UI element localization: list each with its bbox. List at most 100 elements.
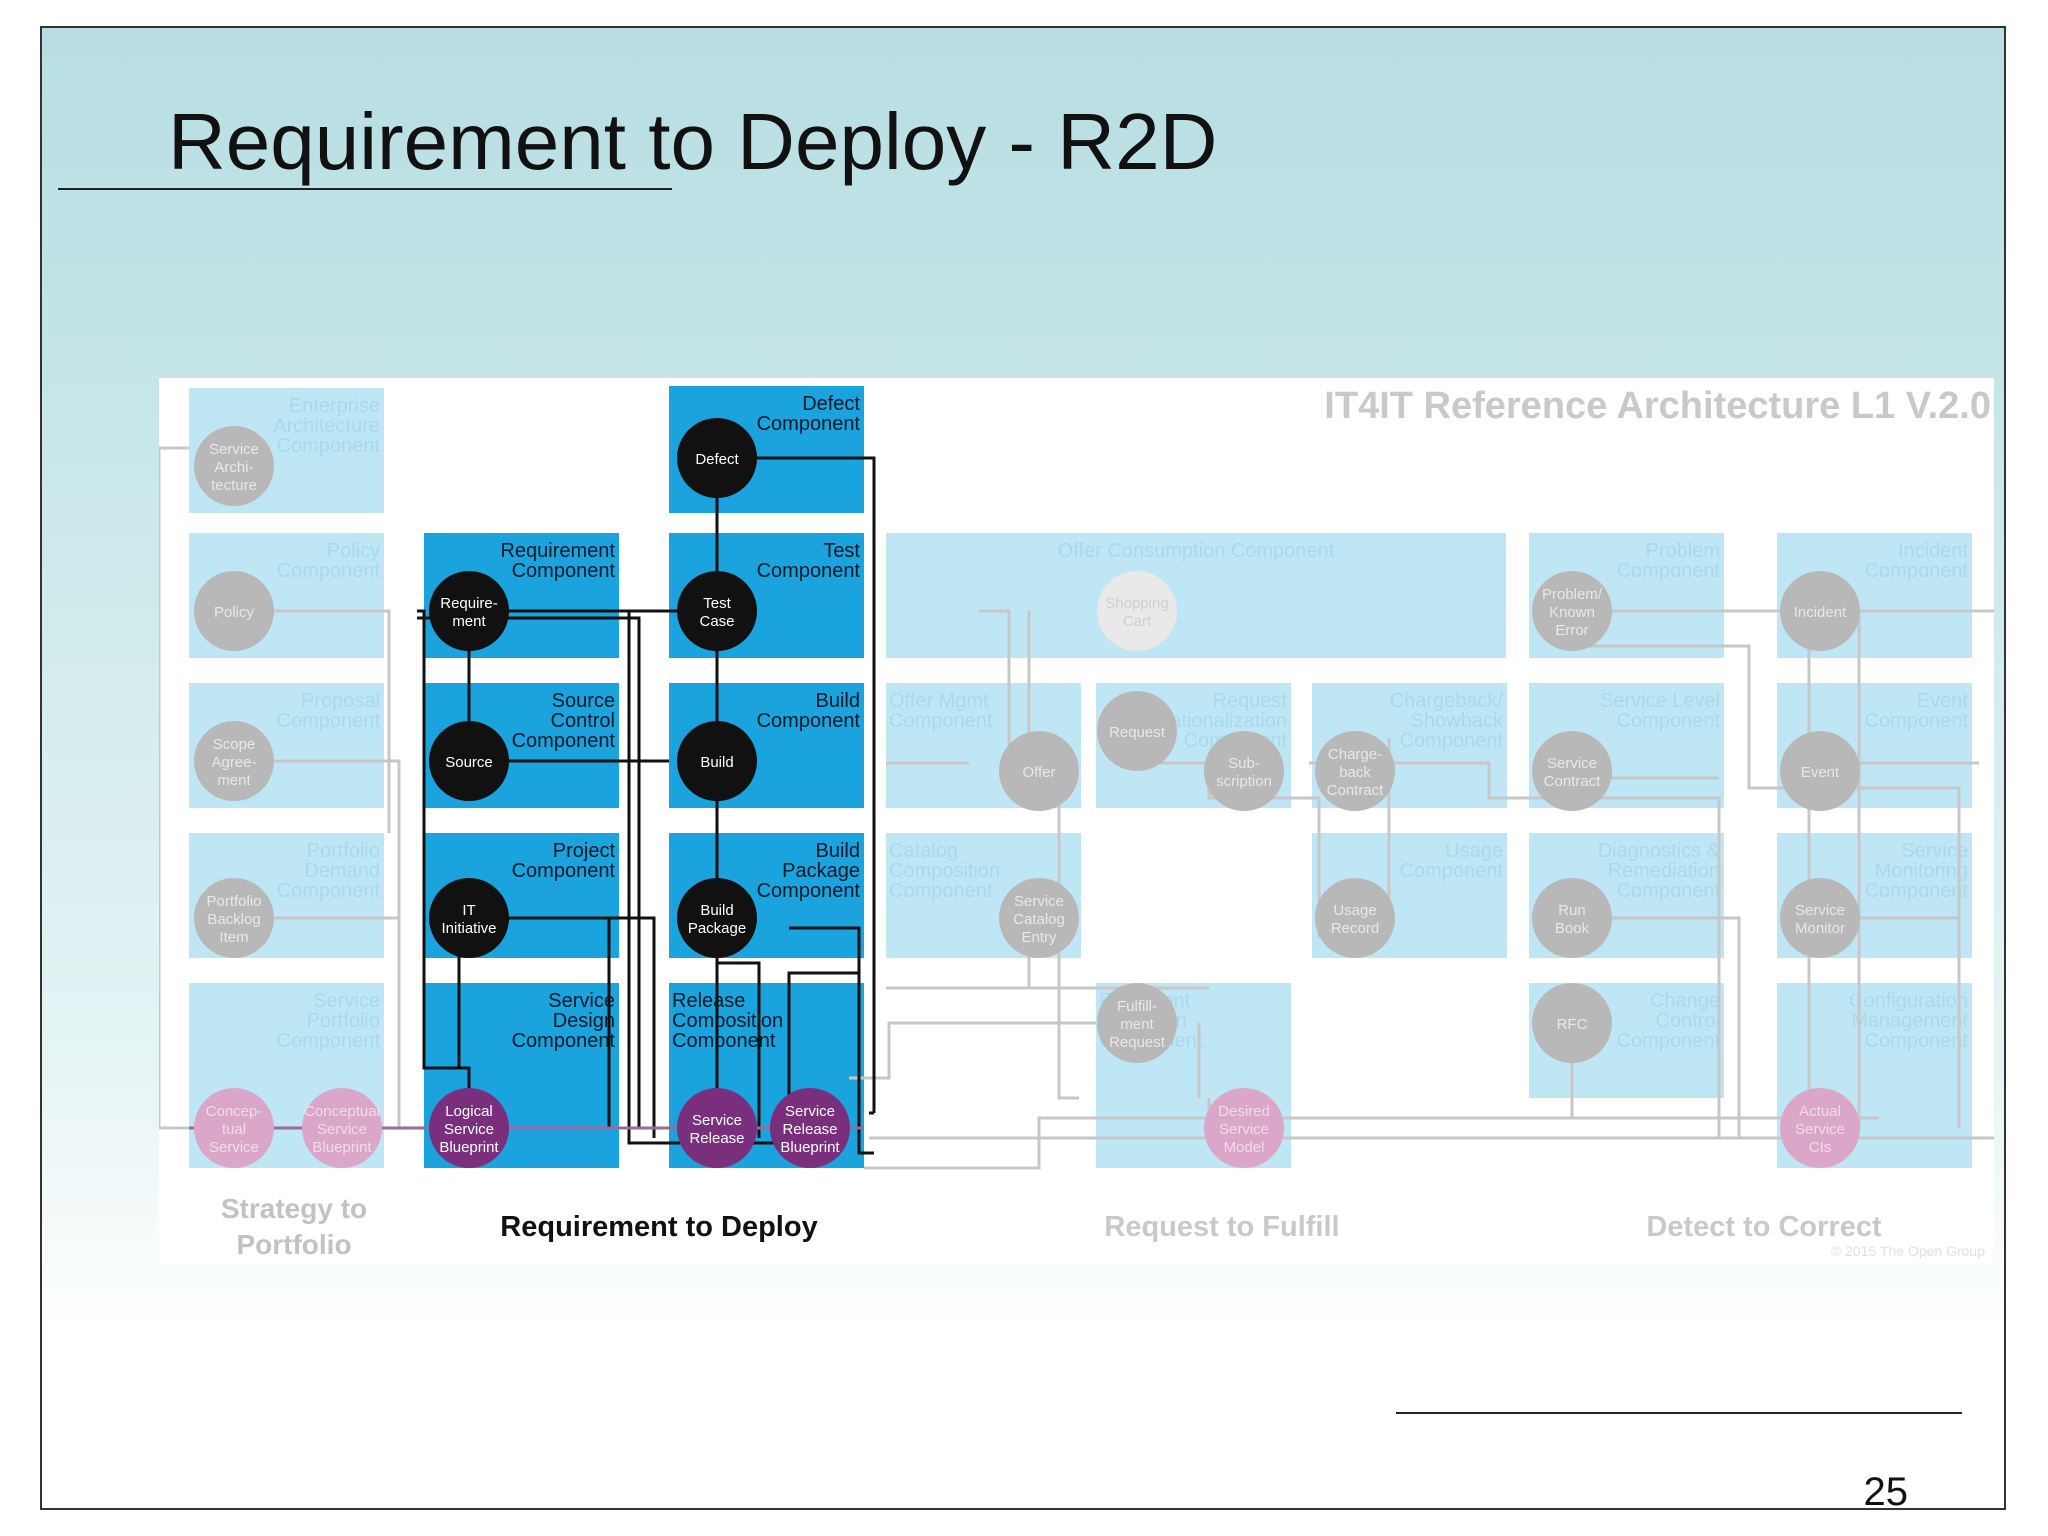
copyright: © 2015 The Open Group [1831,1243,1985,1259]
node-circle [770,1088,850,1168]
node-circle [1780,571,1860,651]
node-circle [999,731,1079,811]
node-circle [1532,571,1612,651]
node-circle [1204,1088,1284,1168]
node-circle [1532,983,1612,1063]
node-circle [1204,731,1284,811]
node-subscription: Sub-scription [1204,731,1284,811]
component-offercons: Offer Consumption Component [886,533,1506,658]
node-circle [429,878,509,958]
r2d-connector [787,971,859,1150]
faded-connector [979,609,1011,763]
it4it-diagram-svg: IT4IT Reference Architecture L1 V.2.0Ent… [159,378,1994,1266]
node-circle [194,721,274,801]
r2d-connector [519,916,656,1138]
node-requirement: Require-ment [429,571,509,651]
node-label: Source [445,754,493,771]
r2d-connector [789,926,874,1155]
node-circle [677,418,757,498]
component-box [886,533,1506,658]
node-label: Offer [1022,764,1055,781]
node-circle [1097,571,1177,651]
node-label: Policy [214,604,255,621]
node-label: Event [1801,764,1840,781]
node-rfc: RFC [1532,983,1612,1063]
node-label: Require-ment [440,595,498,630]
node-request: Request [1097,691,1177,771]
node-incident: Incident [1780,571,1860,651]
node-circle [194,571,274,651]
node-circle [1780,1088,1860,1168]
faded-connector [864,1023,1574,1170]
node-build: Build [677,721,757,801]
node-label: Defect [695,451,739,468]
node-label: Sub-scription [1216,755,1272,790]
node-circle [1315,731,1395,811]
node-offer: Offer [999,731,1079,811]
footer-line [1396,1412,1962,1414]
node-circle [194,1088,274,1168]
node-circle [677,571,757,651]
r2d-connector [717,961,761,1138]
slide-title: Requirement to Deploy - R2D [168,97,1218,186]
stream-requirement-to-deploy: Requirement to Deploy [500,1211,817,1243]
node-circle [1780,878,1860,958]
node-circle [194,878,274,958]
component-label: Offer Consumption Component [1058,540,1335,562]
stream-request-to-fulfill: Request to Fulfill [1104,1211,1339,1243]
node-circle [1315,878,1395,958]
node-circle [1097,983,1177,1063]
node-circle [429,571,509,651]
node-circle [677,878,757,958]
